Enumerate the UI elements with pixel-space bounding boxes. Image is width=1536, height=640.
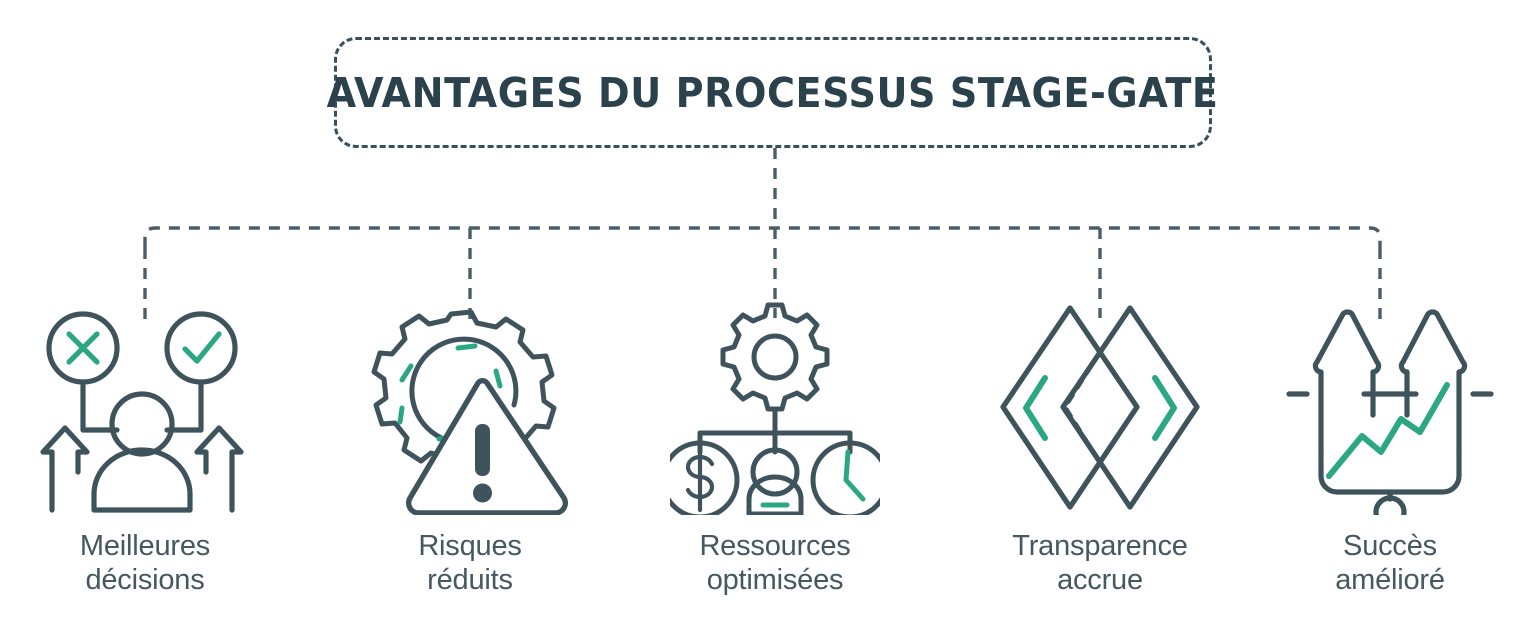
benefit-item-optimized-resources[interactable]: Ressources optimisées	[660, 300, 890, 597]
benefit-item-increased-transparency[interactable]: Transparence accrue	[985, 300, 1215, 597]
benefit-label: Meilleures décisions	[79, 530, 211, 597]
gear-resources-tree-icon	[670, 300, 880, 515]
page-title: AVANTAGES DU PROCESSUS STAGE-GATE	[327, 68, 1219, 117]
benefit-item-reduced-risks[interactable]: Risques réduits	[355, 300, 585, 597]
benefit-label: Transparence accrue	[1012, 530, 1188, 597]
growth-arrows-chart-icon	[1285, 300, 1495, 515]
benefit-label: Ressources optimisées	[699, 530, 851, 597]
benefit-item-better-decisions[interactable]: Meilleures décisions	[30, 300, 260, 597]
benefit-label: Succès amélioré	[1335, 530, 1445, 597]
benefit-item-improved-success[interactable]: Succès amélioré	[1275, 300, 1505, 597]
gear-warning-triangle-icon	[365, 300, 575, 515]
overlapping-diamonds-icon	[995, 300, 1205, 515]
title-box: AVANTAGES DU PROCESSUS STAGE-GATE	[327, 37, 1218, 148]
decision-person-check-cross-icon	[40, 300, 250, 515]
benefit-label: Risques réduits	[418, 530, 522, 597]
